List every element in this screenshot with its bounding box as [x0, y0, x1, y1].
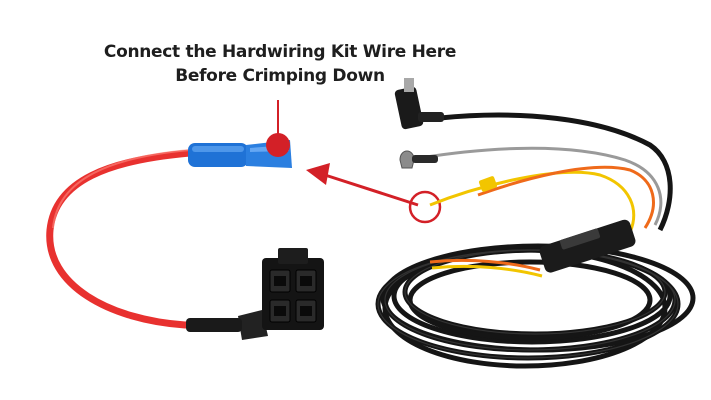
instruction-caption: Connect the Hardwiring Kit Wire Here Bef…	[100, 40, 460, 88]
coiled-cable	[375, 243, 696, 369]
barrel-plug	[394, 78, 444, 130]
pointer-dot-marker	[266, 133, 290, 157]
fuse-tap-red-wire	[46, 149, 244, 329]
inline-module	[539, 219, 636, 273]
circle-marker	[408, 190, 442, 224]
caption-line-1: Connect the Hardwiring Kit Wire Here	[103, 42, 457, 62]
blue-crimp-connector	[188, 140, 292, 168]
caption-line-2: Before Crimping Down	[175, 66, 385, 86]
gray-wire	[419, 146, 663, 226]
yellow-wire	[429, 170, 636, 233]
ground-terminal	[399, 150, 438, 169]
black-power-wire	[439, 112, 673, 232]
orange-wire	[477, 165, 655, 229]
fuse-tap-holder	[186, 248, 324, 340]
arrow-indicator	[324, 173, 419, 207]
